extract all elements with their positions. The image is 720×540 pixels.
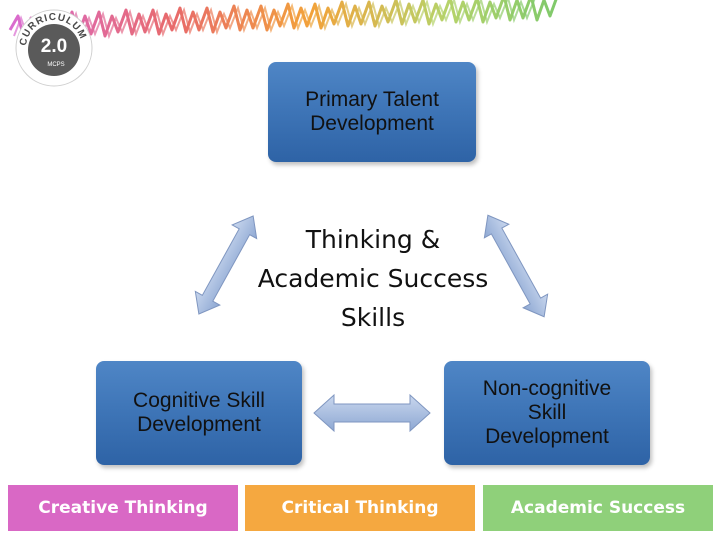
academic-success-label: Academic Success — [510, 498, 686, 518]
non-cognitive-skill-box: Non-cognitive Skill Development — [444, 361, 650, 465]
center-label: Thinking & Academic Success Skills — [240, 220, 506, 337]
primary-talent-line1: Primary Talent — [305, 88, 439, 111]
critical-thinking-strip: Critical Thinking — [245, 485, 475, 531]
noncog-line1: Non-cognitive — [482, 377, 612, 400]
cognitive-line1: Cognitive Skill — [133, 389, 265, 412]
cognitive-line2: Development — [137, 413, 261, 436]
noncog-line3: Development — [485, 425, 609, 448]
critical-thinking-label: Critical Thinking — [281, 498, 439, 518]
primary-talent-box: Primary Talent Development — [268, 62, 476, 162]
cognitive-skill-box: Cognitive Skill Development — [96, 361, 302, 465]
center-line3: Skills — [340, 303, 406, 332]
primary-talent-line2: Development — [310, 112, 434, 135]
center-line2: Academic Success — [257, 264, 489, 293]
creative-thinking-label: Creative Thinking — [38, 498, 208, 518]
noncog-line2: Skill — [527, 401, 567, 424]
arrow-bottom — [313, 393, 431, 433]
creative-thinking-strip: Creative Thinking — [8, 485, 238, 531]
logo-org: MCPS — [47, 62, 64, 68]
logo-disc — [28, 24, 80, 76]
center-line1: Thinking & — [305, 225, 441, 254]
header-scribble-banner — [8, 0, 558, 42]
curriculum-logo: CURRICULUM 2.0 MCPS — [15, 9, 93, 87]
logo-version: 2.0 — [41, 36, 67, 57]
academic-success-strip: Academic Success — [483, 485, 713, 531]
